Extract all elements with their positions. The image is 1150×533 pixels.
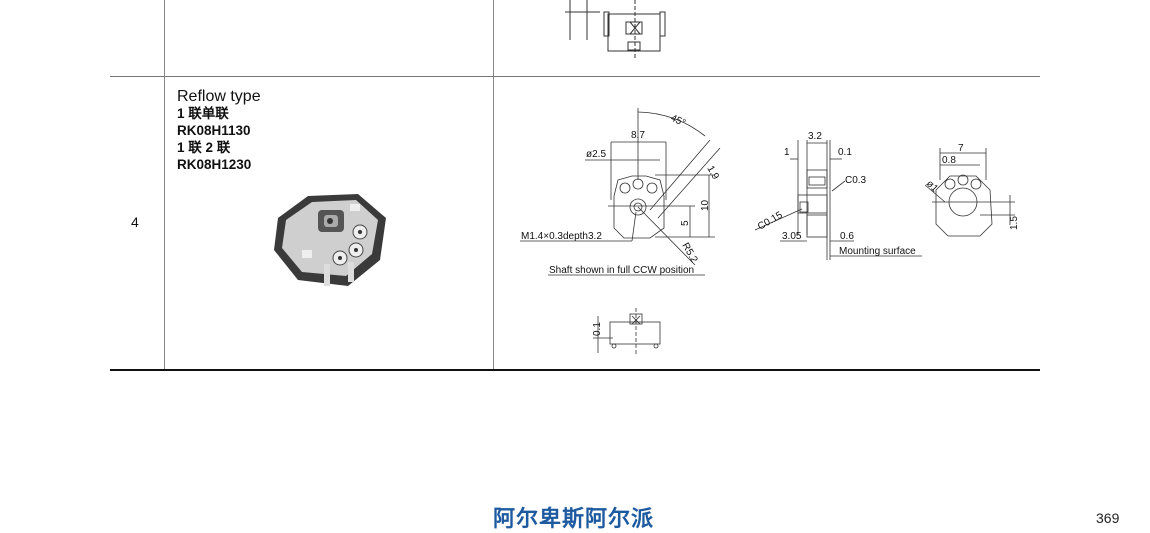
variant-model: RK08H1230	[177, 157, 252, 172]
dim-hole-diameter: ø1	[924, 178, 940, 194]
row-number: 4	[131, 214, 139, 230]
product-description: Reflow type 1 联单联 RK08H1130 1 联 2 联 RK08…	[177, 88, 261, 173]
dim-right: 0.1	[838, 147, 852, 158]
front-view-drawing: 45° 8.7 ø2.5 1.9 10 5 M1.4×0.3depth3.2 R…	[520, 108, 721, 276]
page-number: 369	[1096, 510, 1120, 526]
dim-center-height: 5	[680, 220, 691, 226]
variant-label: 1 联 2 联	[177, 140, 231, 155]
previous-row-drawing	[565, 0, 666, 58]
dim-radius: R5.2	[679, 241, 699, 265]
dim-chamfer: C0.15	[756, 210, 785, 233]
side-view-drawing: 3.2 1 0.1 C0.3 C0.15 3.05 0.6 Mounting s…	[754, 131, 922, 260]
dim-width: 8.7	[631, 130, 645, 141]
back-view-drawing: 7 0.8 ø1 1.5	[924, 143, 1020, 237]
dim-offset: 1.9	[704, 164, 721, 182]
column-divider	[493, 0, 494, 370]
bottom-view-drawing: 0.1	[592, 308, 661, 356]
dim-shaft-diameter: ø2.5	[586, 149, 606, 160]
dim-base: 3.05	[782, 231, 802, 242]
dim-thread: M1.4×0.3depth3.2	[521, 231, 602, 242]
dim-height: 10	[700, 199, 711, 211]
product-photo	[274, 194, 386, 286]
dim-height: 1.5	[1009, 216, 1020, 230]
row-divider	[110, 76, 1040, 77]
dim-pitch: 0.8	[942, 155, 956, 166]
dim-chamfer: C0.3	[845, 175, 867, 186]
table-bottom-border	[110, 369, 1040, 371]
drawing-caption: Shaft shown in full CCW position	[549, 265, 694, 276]
dim-thickness: 0.1	[592, 322, 603, 336]
mounting-surface-label: Mounting surface	[839, 246, 916, 257]
dim-angle: 45°	[669, 113, 687, 129]
variant-label: 1 联单联	[177, 106, 229, 121]
dim-left: 1	[784, 147, 790, 158]
variant-model: RK08H1130	[177, 123, 251, 138]
column-divider	[164, 0, 165, 370]
dim-depth: 3.2	[808, 131, 822, 142]
product-type: Reflow type	[177, 88, 261, 105]
dim-base-right: 0.6	[840, 231, 854, 242]
brand-name: 阿尔卑斯阿尔派	[493, 506, 655, 531]
dim-width: 7	[958, 143, 964, 154]
